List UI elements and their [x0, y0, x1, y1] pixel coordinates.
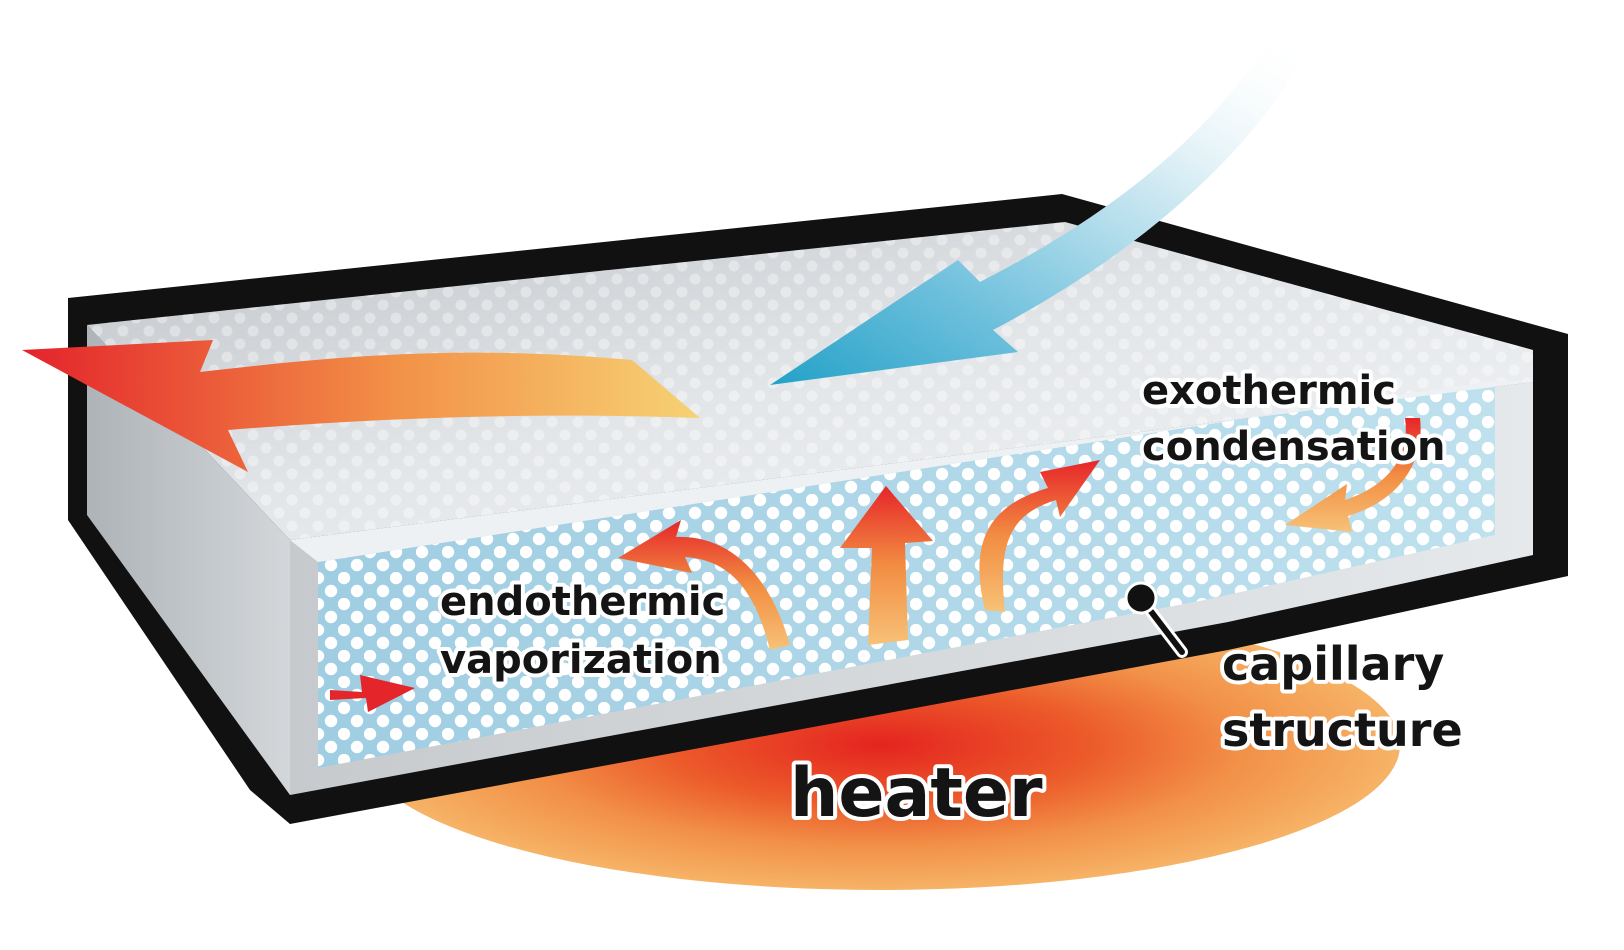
label-endothermic: endothermic	[440, 579, 725, 625]
vapor-arrow-center	[840, 486, 933, 645]
heat-outflow-arrow	[22, 340, 700, 472]
wick-top-edge	[290, 380, 1533, 562]
vapor-arrow-left	[618, 520, 790, 650]
label-structure: structure	[1222, 703, 1463, 757]
label-condensation: condensation	[1142, 424, 1446, 470]
label-heater: heater	[790, 754, 1043, 833]
chamber-left-wall	[87, 325, 290, 795]
capillary-pointer	[1124, 581, 1188, 658]
capillary-wick-dots	[318, 380, 1495, 768]
pointer-dot-icon	[1124, 581, 1158, 615]
condensation-arrow	[1285, 418, 1421, 532]
label-capillary: capillary	[1222, 637, 1444, 691]
cool-inflow-arrow	[770, 40, 1305, 385]
chamber-top-dots	[87, 222, 1533, 540]
vapor-arrow-right	[979, 460, 1100, 612]
label-vaporization: vaporization	[440, 637, 722, 683]
liquid-return-arrow	[330, 675, 415, 712]
label-exothermic: exothermic	[1142, 368, 1396, 414]
